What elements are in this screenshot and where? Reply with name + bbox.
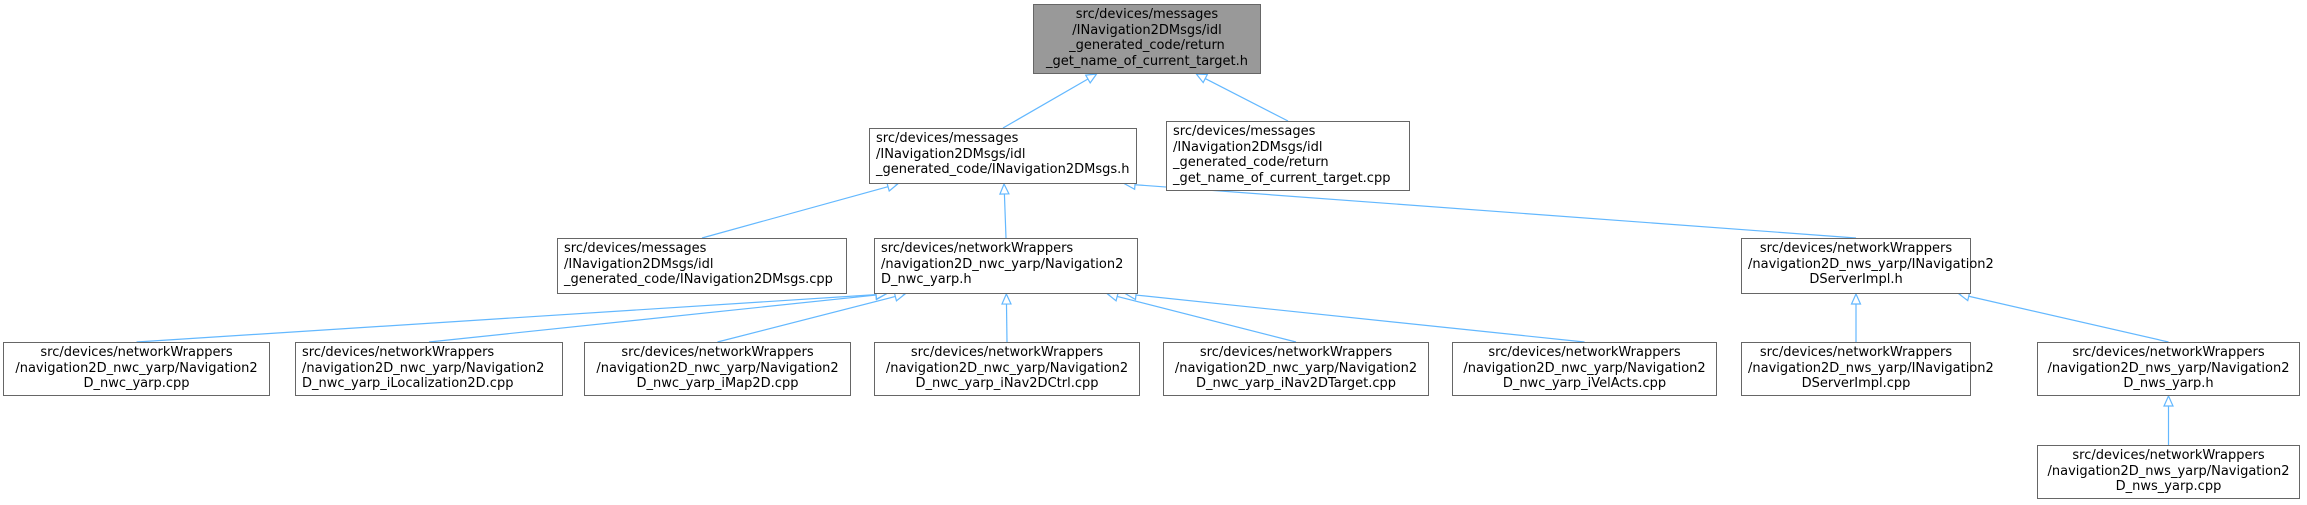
node-line: src/devices/networkWrappers bbox=[2072, 448, 2265, 463]
node-return-get-name-of-current-target-cpp[interactable]: src/devices/messages /INavigation2DMsgs/… bbox=[1166, 121, 1410, 191]
node-line: src/devices/messages bbox=[876, 131, 1019, 146]
edge-arrowhead-n2-to-n0 bbox=[1195, 73, 1209, 84]
node-line: /INavigation2DMsgs/idl bbox=[564, 256, 714, 272]
edge-arrowhead-n4-to-n1 bbox=[999, 182, 1010, 195]
node-line: D_nws_yarp.h bbox=[2123, 376, 2214, 392]
edge-n10-to-n4 bbox=[1117, 295, 1297, 343]
node-line: D_nwc_yarp_iMap2D.cpp bbox=[636, 376, 799, 392]
node-line: src/devices/networkWrappers bbox=[1199, 345, 1393, 360]
node-inavigation2dserverimpl-cpp[interactable]: src/devices/networkWrappers /navigation2… bbox=[1741, 342, 1994, 396]
node-line: src/devices/messages bbox=[564, 241, 707, 256]
node-line: /navigation2D_nwc_yarp/Navigation2 bbox=[881, 256, 1124, 272]
node-line: src/devices/messages bbox=[1075, 7, 1219, 22]
node-line: src/devices/networkWrappers bbox=[910, 345, 1104, 360]
edge-n9-to-n4 bbox=[1005, 303, 1008, 343]
node-line: /navigation2D_nwc_yarp/Navigation2 bbox=[302, 360, 545, 376]
node-line: /navigation2D_nwc_yarp/Navigation2 bbox=[1463, 360, 1706, 376]
edge-arrowhead-n12-to-n5 bbox=[1850, 292, 1862, 305]
node-line: _generated_code/INavigation2DMsgs.h bbox=[876, 162, 1130, 178]
edge-n13-to-n5 bbox=[1968, 295, 2169, 343]
edge-n4-to-n1 bbox=[1003, 193, 1007, 239]
node-line: src/devices/networkWrappers bbox=[302, 345, 495, 360]
node-line: /navigation2D_nwc_yarp/Navigation2 bbox=[15, 360, 258, 376]
node-line: /navigation2D_nws_yarp/INavigation2 bbox=[1748, 360, 1994, 376]
node-line: src/devices/networkWrappers bbox=[2072, 345, 2265, 360]
node-line: _get_name_of_current_target.h bbox=[1045, 53, 1249, 69]
node-line: D_nws_yarp.cpp bbox=[2115, 479, 2222, 495]
node-root-return-get-name-of-current-target-h[interactable]: src/devices/messages /INavigation2DMsgs/… bbox=[1033, 4, 1261, 74]
node-line: _generated_code/return bbox=[1173, 155, 1329, 171]
node-navigation2d-nwc-yarp-cpp[interactable]: src/devices/networkWrappers /navigation2… bbox=[3, 342, 270, 396]
node-line: src/devices/networkWrappers bbox=[1759, 345, 1953, 360]
node-line: src/devices/messages bbox=[1173, 124, 1316, 139]
node-inavigation2dmsgs-h[interactable]: src/devices/messages /INavigation2DMsgs/… bbox=[869, 128, 1137, 184]
node-inavigation2dmsgs-cpp[interactable]: src/devices/messages /INavigation2DMsgs/… bbox=[557, 238, 847, 294]
edge-n11-to-n4 bbox=[1135, 294, 1585, 343]
node-navigation2d-nwc-yarp-ilocalization2d-cpp[interactable]: src/devices/networkWrappers /navigation2… bbox=[295, 342, 563, 396]
node-line: D_nwc_yarp.cpp bbox=[83, 376, 190, 392]
edge-arrowhead-n1-to-n0 bbox=[1084, 73, 1098, 84]
edge-arrowhead-n9-to-n4 bbox=[1001, 292, 1012, 305]
node-navigation2d-nwc-yarp-imap2d-cpp[interactable]: src/devices/networkWrappers /navigation2… bbox=[584, 342, 851, 396]
node-navigation2d-nws-yarp-h[interactable]: src/devices/networkWrappers /navigation2… bbox=[2037, 342, 2300, 396]
node-line: _generated_code/INavigation2DMsgs.cpp bbox=[564, 272, 833, 288]
node-navigation2d-nwc-yarp-inav2dctrl-cpp[interactable]: src/devices/networkWrappers /navigation2… bbox=[874, 342, 1140, 396]
edge-n6-to-n4 bbox=[136, 294, 877, 343]
node-navigation2d-nwc-yarp-inav2dtarget-cpp[interactable]: src/devices/networkWrappers /navigation2… bbox=[1163, 342, 1429, 396]
node-navigation2d-nwc-yarp-h[interactable]: src/devices/networkWrappers /navigation2… bbox=[874, 238, 1138, 294]
edge-n2-to-n0 bbox=[1204, 78, 1289, 122]
node-line: /navigation2D_nws_yarp/INavigation2 bbox=[1748, 256, 1994, 272]
edge-n8-to-n4 bbox=[717, 295, 896, 343]
edge-arrowhead-n14-to-n13 bbox=[2163, 394, 2174, 407]
node-line: D_nwc_yarp_iNav2DTarget.cpp bbox=[1195, 376, 1397, 392]
node-line: _generated_code/return bbox=[1069, 38, 1225, 54]
node-line: D_nwc_yarp_iVelActs.cpp bbox=[1502, 376, 1667, 392]
node-line: /INavigation2DMsgs/idl bbox=[876, 146, 1026, 162]
edge-n1-to-n0 bbox=[1002, 78, 1089, 129]
node-line: /INavigation2DMsgs/idl bbox=[1072, 22, 1222, 38]
node-line: src/devices/networkWrappers bbox=[40, 345, 233, 360]
node-navigation2d-nwc-yarp-ivelacts-cpp[interactable]: src/devices/networkWrappers /navigation2… bbox=[1452, 342, 1717, 396]
node-line: DServerImpl.h bbox=[1809, 272, 1903, 288]
node-line: D_nwc_yarp_iNav2DCtrl.cpp bbox=[915, 376, 1099, 392]
edge-n3-to-n1 bbox=[701, 186, 889, 239]
node-line: src/devices/networkWrappers bbox=[881, 241, 1074, 256]
node-line: D_nwc_yarp_iLocalization2D.cpp bbox=[302, 376, 514, 392]
node-line: /navigation2D_nwc_yarp/Navigation2 bbox=[1174, 360, 1418, 376]
node-line: DServerImpl.cpp bbox=[1801, 376, 1911, 392]
node-line: src/devices/networkWrappers bbox=[621, 345, 814, 360]
node-line: /navigation2D_nwc_yarp/Navigation2 bbox=[596, 360, 839, 376]
edge-n5-to-n1 bbox=[1134, 184, 1857, 239]
edge-n7-to-n4 bbox=[428, 294, 877, 343]
node-navigation2d-nws-yarp-cpp[interactable]: src/devices/networkWrappers /navigation2… bbox=[2037, 445, 2300, 499]
node-line: src/devices/networkWrappers bbox=[1759, 241, 1953, 256]
node-line: src/devices/networkWrappers bbox=[1488, 345, 1681, 360]
node-line: /navigation2D_nws_yarp/Navigation2 bbox=[2047, 463, 2290, 479]
node-line: /navigation2D_nws_yarp/Navigation2 bbox=[2047, 360, 2290, 376]
node-inavigation2dserverimpl-h[interactable]: src/devices/networkWrappers /navigation2… bbox=[1741, 238, 1994, 294]
node-line: _get_name_of_current_target.cpp bbox=[1173, 170, 1391, 186]
node-line: D_nwc_yarp.h bbox=[881, 272, 972, 288]
node-line: /navigation2D_nwc_yarp/Navigation2 bbox=[885, 360, 1129, 376]
node-line: /INavigation2DMsgs/idl bbox=[1173, 139, 1323, 155]
